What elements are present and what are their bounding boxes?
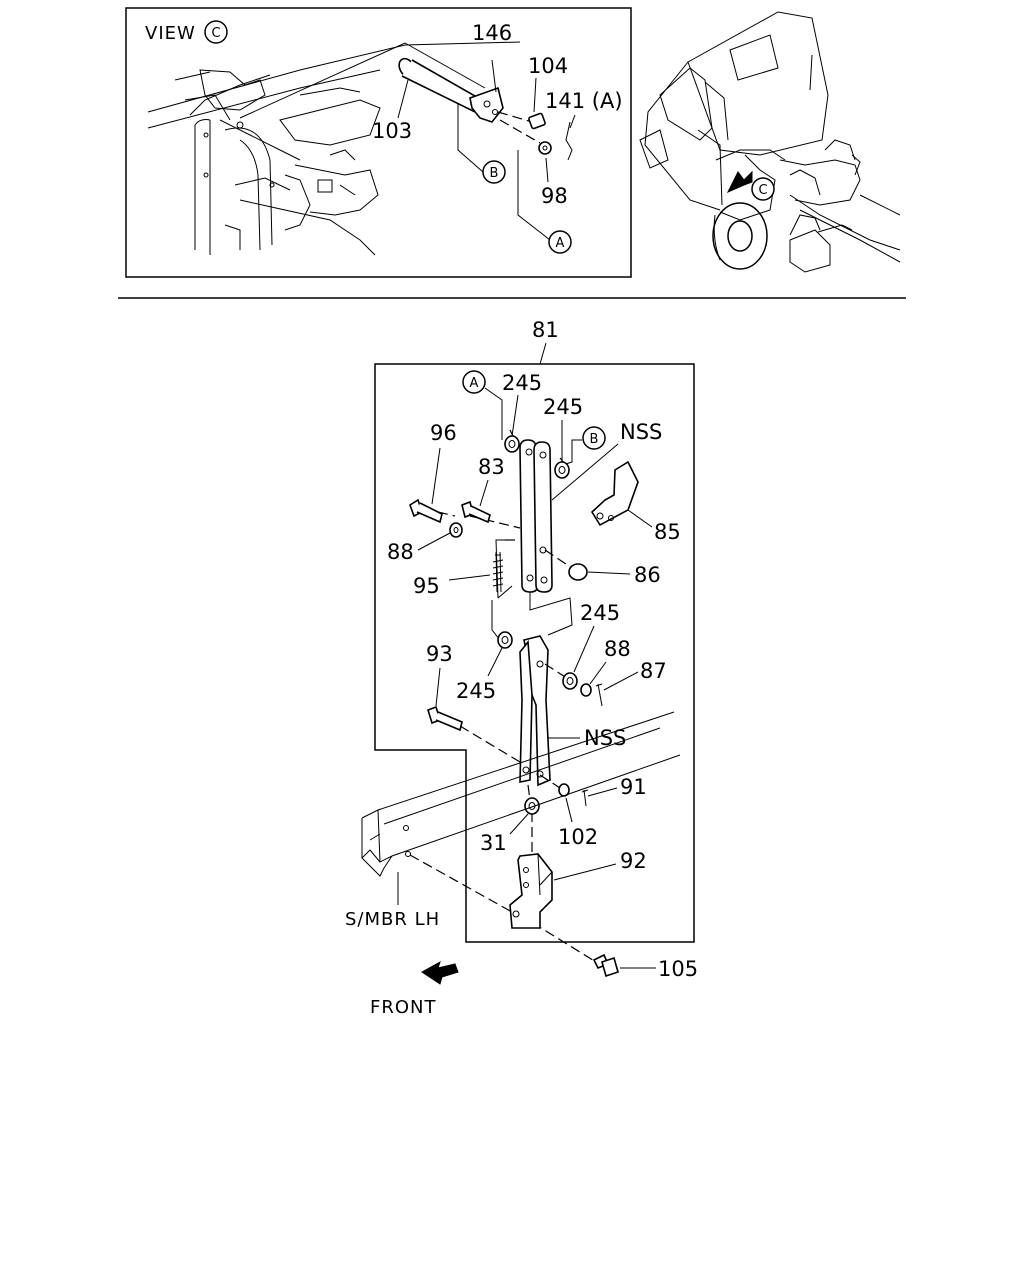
bolt-105 bbox=[592, 953, 619, 978]
svg-text:B: B bbox=[590, 432, 599, 447]
ref-b-marker: B bbox=[582, 426, 606, 450]
label-nss-upper: NSS bbox=[620, 420, 662, 444]
bolt-104 bbox=[497, 111, 546, 130]
label-146: 146 bbox=[472, 21, 512, 45]
side-member-lh bbox=[361, 711, 681, 877]
label-93: 93 bbox=[426, 642, 453, 666]
washer-98 bbox=[538, 141, 552, 155]
ref-a-marker-top: A bbox=[548, 230, 572, 254]
pin-83 bbox=[461, 500, 491, 524]
washer-245-d bbox=[497, 631, 513, 649]
label-103: 103 bbox=[372, 119, 412, 143]
view-title: VIEW bbox=[145, 23, 196, 44]
view-c-panel: VIEW C bbox=[125, 7, 632, 278]
ring-86 bbox=[568, 563, 588, 581]
washer-88-b bbox=[580, 683, 592, 697]
bolt-93 bbox=[427, 705, 463, 732]
bracket-146 bbox=[469, 59, 504, 123]
washer-245-b bbox=[554, 461, 570, 479]
label-95: 95 bbox=[413, 574, 440, 598]
washer-31 bbox=[524, 797, 540, 815]
view-c-frame bbox=[125, 7, 632, 278]
clip-141 bbox=[565, 121, 573, 161]
view-c-arrow: C bbox=[726, 170, 775, 201]
label-85: 85 bbox=[654, 520, 681, 544]
label-88-a: 88 bbox=[387, 540, 414, 564]
label-side-member: S/MBR LH bbox=[345, 909, 440, 930]
label-105: 105 bbox=[658, 957, 698, 981]
label-81: 81 bbox=[532, 318, 559, 342]
leader-b-top bbox=[457, 95, 484, 173]
label-245-a: 245 bbox=[502, 371, 542, 395]
label-102: 102 bbox=[558, 825, 598, 849]
label-104: 104 bbox=[528, 54, 568, 78]
ref-a-marker: A bbox=[462, 370, 486, 394]
label-96: 96 bbox=[430, 421, 457, 445]
pin-103 bbox=[398, 57, 484, 114]
washer-88-a bbox=[449, 522, 463, 538]
cotter-87 bbox=[597, 683, 603, 707]
label-91: 91 bbox=[620, 775, 647, 799]
label-245-d: 245 bbox=[456, 679, 496, 703]
label-front: FRONT bbox=[370, 997, 437, 1018]
front-arrow-icon bbox=[421, 960, 459, 985]
label-31: 31 bbox=[480, 831, 507, 855]
svg-text:A: A bbox=[556, 236, 565, 251]
main-assembly: 81 bbox=[345, 318, 698, 1018]
upper-link-nss bbox=[519, 439, 553, 593]
ref-b-marker-top: B bbox=[482, 160, 506, 184]
label-245-b: 245 bbox=[543, 395, 583, 419]
label-88-b: 88 bbox=[604, 637, 631, 661]
assembly-81-outline bbox=[374, 363, 695, 943]
svg-text:B: B bbox=[490, 166, 499, 181]
label-87: 87 bbox=[640, 659, 667, 683]
washer-245-c bbox=[562, 672, 578, 690]
label-nss-lower: NSS bbox=[584, 726, 626, 750]
lower-link-nss bbox=[519, 635, 551, 787]
label-86: 86 bbox=[634, 563, 661, 587]
bracket-92 bbox=[509, 853, 553, 929]
leader-a-top bbox=[517, 150, 551, 241]
label-245-c: 245 bbox=[580, 601, 620, 625]
view-marker-circle: C bbox=[204, 20, 228, 44]
washer-245-a bbox=[504, 435, 520, 453]
svg-text:C: C bbox=[758, 183, 767, 198]
cotter-91 bbox=[583, 789, 587, 807]
svg-text:A: A bbox=[470, 376, 479, 391]
bracket-85 bbox=[590, 460, 639, 527]
label-98: 98 bbox=[541, 184, 568, 208]
chassis-sketch bbox=[147, 41, 521, 256]
leader-146 bbox=[239, 42, 486, 119]
label-92: 92 bbox=[620, 849, 647, 873]
label-141: 141 (A) bbox=[545, 89, 623, 113]
label-83: 83 bbox=[478, 455, 505, 479]
bolt-96 bbox=[409, 498, 443, 524]
spring-95 bbox=[492, 551, 504, 593]
truck-overview-sketch bbox=[639, 11, 901, 273]
view-marker-letter: C bbox=[211, 26, 220, 41]
